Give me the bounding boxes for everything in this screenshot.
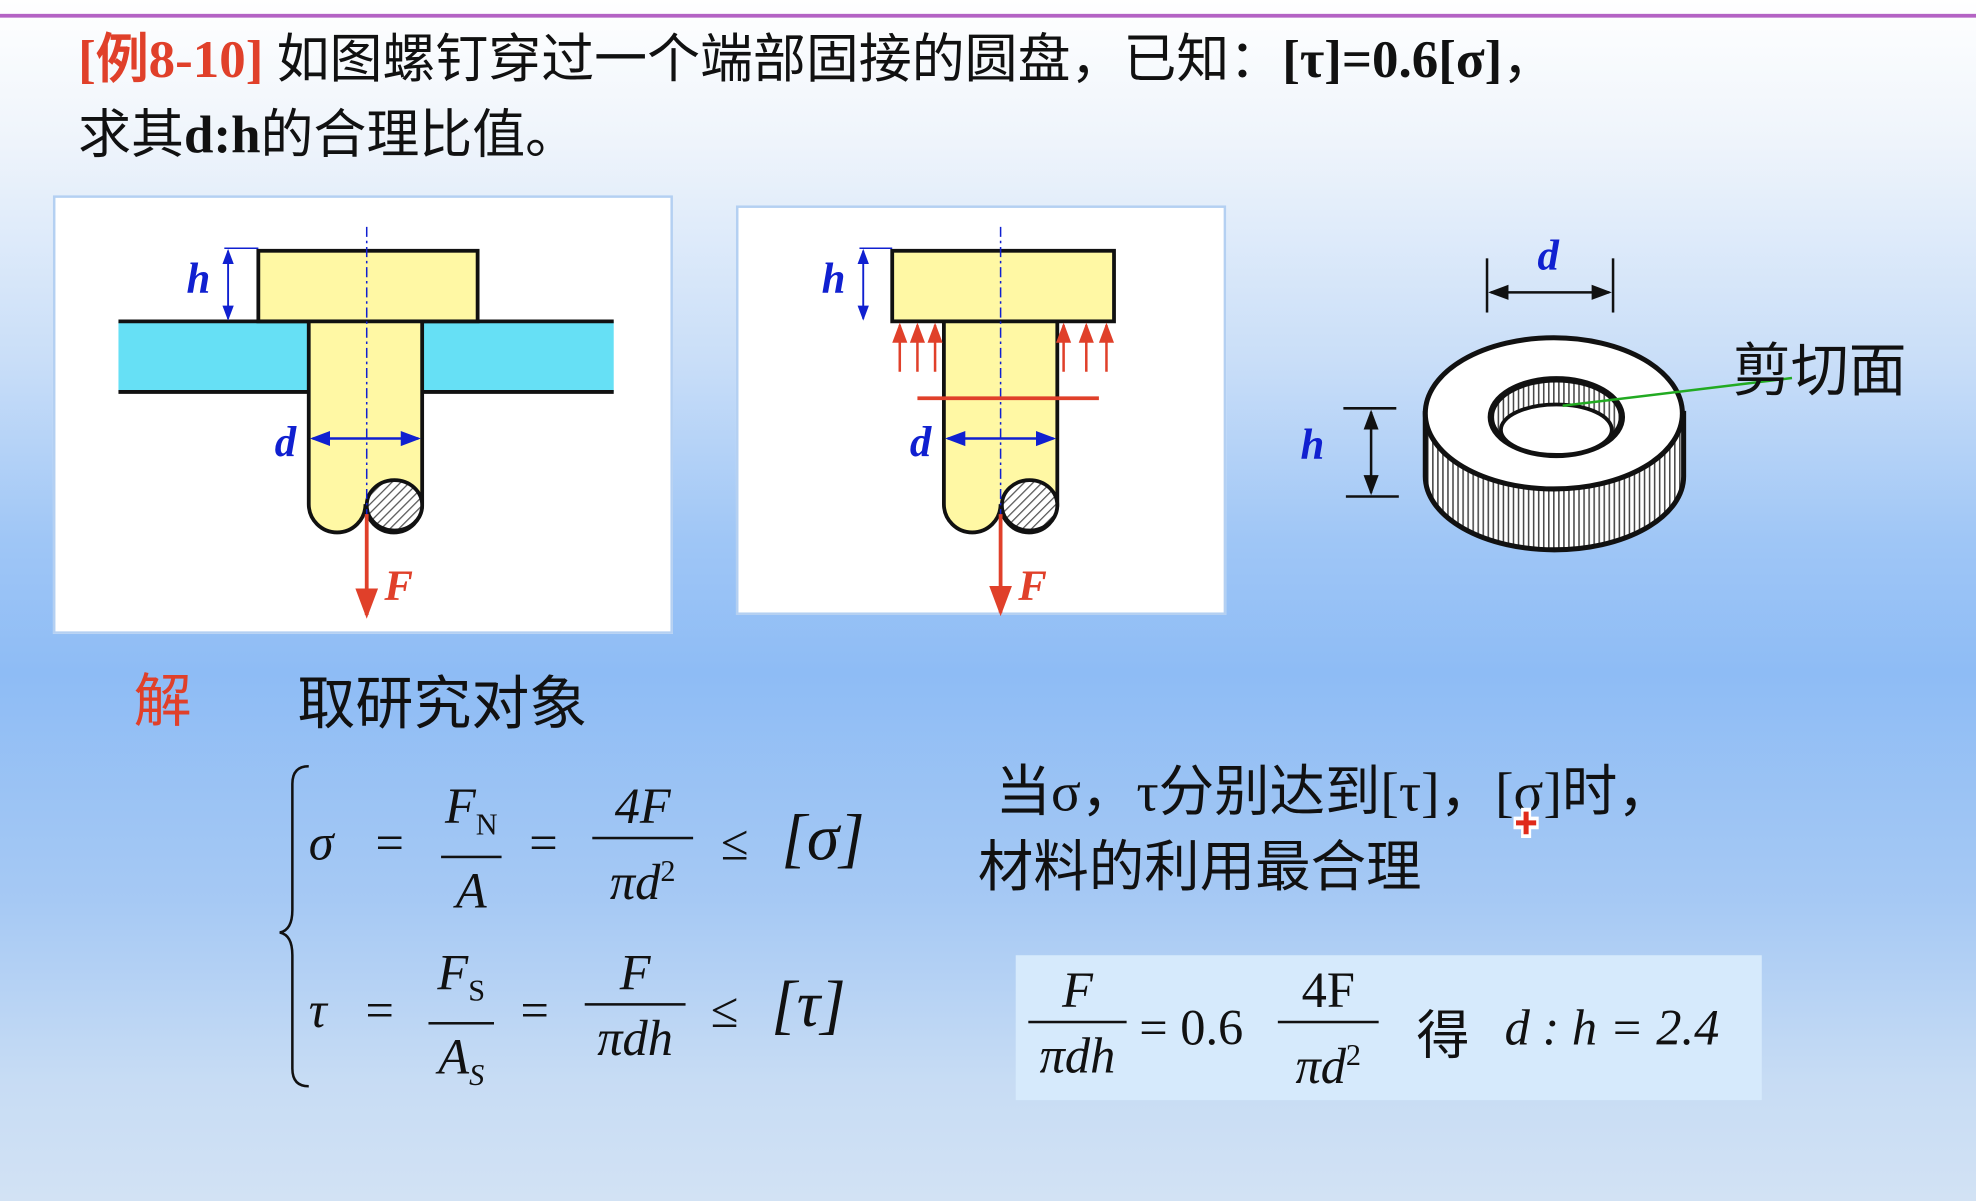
title-line-2: 求其d:h的合理比值。 [78,101,578,172]
bolt-section [364,478,425,533]
ring-diagram: d h 剪切面 [1301,233,1907,553]
bolt-head [256,248,480,324]
result-equals: = 0.6 [1139,999,1244,1057]
eq1-le: ≤ [720,814,749,871]
label-h: h [187,255,211,302]
solution-label: 解 [133,669,192,734]
title-ratio: d:h [184,107,261,166]
label-F: F [383,563,413,610]
title-text: 如图螺钉穿过一个端部固接的圆盘，已知： [276,31,1283,90]
label-d: d [275,419,297,466]
plate-left [118,321,309,392]
note-line-1: 当σ，τ分别达到[τ]，[σ]时， [995,761,1673,823]
label-h: h [1301,422,1325,469]
title-line-1: [例8-10] 如图螺钉穿过一个端部固接的圆盘，已知：[τ]=0.6[σ]， [78,25,1555,96]
label-d: d [910,419,932,466]
eq2-lhs: τ [308,981,327,1039]
result-answer: d : h = 2.4 [1504,999,1720,1057]
label-d: d [1537,233,1559,280]
eq1-rhs: [σ] [781,802,865,875]
eq2-le: ≤ [710,981,739,1039]
eq1-equals: = [375,814,404,871]
example-tag: [例8-10] [78,31,264,90]
title-comma: ， [1502,31,1556,90]
pointer-cursor-icon [1513,807,1539,839]
title-text-2a: 求其 [78,107,185,166]
eq2-equals: = [365,981,394,1039]
eq1-equals-2: = [529,814,558,871]
eq2-equals-2: = [520,981,549,1039]
divider-line [0,13,1976,18]
note-line-2: 材料的利用最合理 [977,836,1422,899]
bolt-diagram-2: h d F [822,226,1116,617]
eq1-lhs: σ [308,814,334,871]
plate-right [422,321,614,392]
equation-brace [279,764,309,1088]
bolt-diagram-1: h d F [118,226,614,619]
shear-surface-label: 剪切面 [1733,339,1907,404]
title-condition: [τ]=0.6[σ] [1282,31,1503,90]
result-de: 得 [1416,1008,1470,1067]
label-F: F [1017,563,1047,610]
title-text-2c: 的合理比值。 [260,107,579,166]
eq2-rhs: [τ] [771,969,846,1041]
solution-step: 取研究对象 [297,671,588,736]
label-h: h [822,255,846,302]
